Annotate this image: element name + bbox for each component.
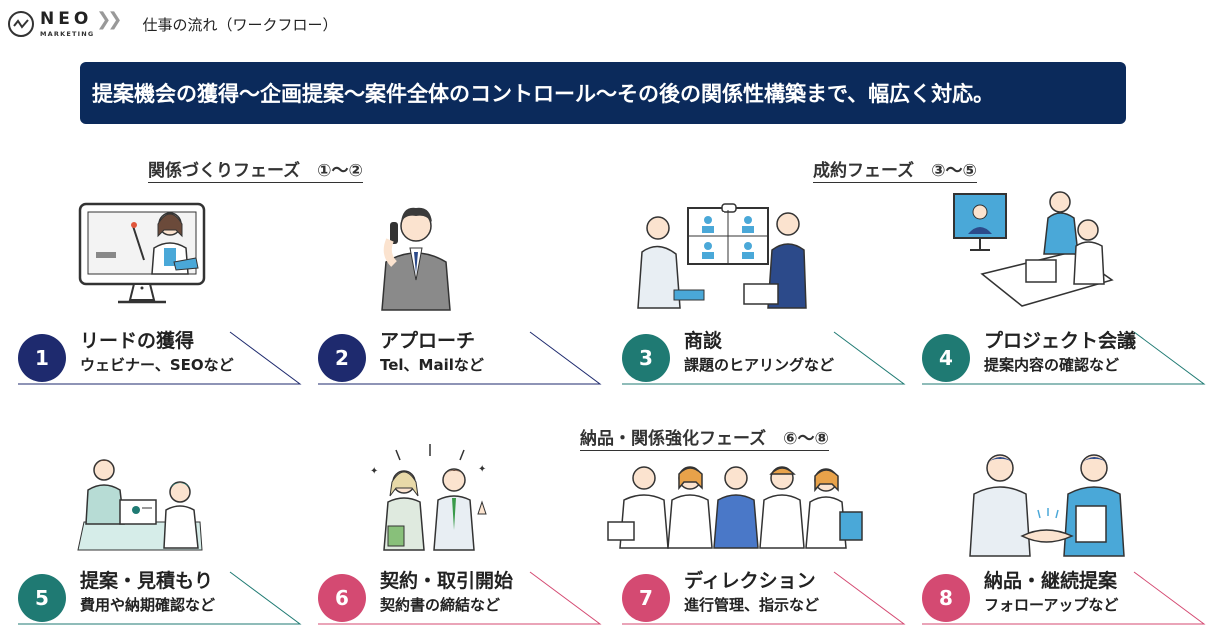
step-1: 1 リードの獲得 ウェビナー、SEOなど [18, 326, 308, 385]
video-meeting-icon [636, 200, 808, 314]
step-3-title: 商談 [684, 330, 723, 352]
proposal-estimate-icon [76, 452, 204, 560]
direction-team-icon [604, 458, 866, 554]
step-4-subtitle: 提案内容の確認など [984, 356, 1120, 374]
step-2-underline [318, 331, 602, 385]
step-2-number-badge: 2 [318, 334, 366, 382]
summary-banner: 提案機会の獲得～企画提案～案件全体のコントロール～その後の関係性構築まで、幅広く… [80, 62, 1126, 124]
page-header: NEO❯❯ MARKETING 仕事の流れ（ワークフロー） [8, 8, 337, 40]
step-5-title: 提案・見積もり [80, 570, 214, 592]
step-7-number-badge: 7 [622, 574, 670, 622]
step-7: 7 ディレクション 進行管理、指示など [622, 566, 912, 625]
step-2-title: アプローチ [380, 330, 476, 352]
step-8-underline [922, 571, 1206, 625]
online-project-meeting-icon [952, 184, 1114, 313]
logo-main-text: NEO [40, 9, 93, 30]
step-7-subtitle: 進行管理、指示など [684, 596, 820, 614]
step-5-number-badge: 5 [18, 574, 66, 622]
step-3-number-badge: 3 [622, 334, 670, 382]
step-3-subtitle: 課題のヒアリングなど [684, 356, 835, 374]
step-4-underline [922, 331, 1206, 385]
svg-text:✦: ✦ [478, 464, 486, 475]
step-6-title: 契約・取引開始 [380, 570, 514, 592]
step-1-subtitle: ウェビナー、SEOなど [80, 356, 234, 374]
step-4: 4 プロジェクト会議 提案内容の確認など [922, 326, 1212, 385]
phone-call-person-icon [378, 200, 454, 316]
step-4-title: プロジェクト会議 [984, 330, 1137, 352]
step-3-underline [622, 331, 906, 385]
handshake-delivery-icon [964, 448, 1130, 562]
logo-wave-icon [8, 11, 34, 37]
webinar-monitor-icon [78, 200, 208, 319]
step-5-underline [18, 571, 302, 625]
step-6-subtitle: 契約書の締結など [380, 596, 501, 614]
step-6-number-badge: 6 [318, 574, 366, 622]
neo-marketing-logo: NEO❯❯ MARKETING [8, 8, 123, 38]
step-6-underline [318, 571, 602, 625]
step-2-subtitle: Tel、Mailなど [380, 356, 484, 374]
phase-label-delivery: 納品・関係強化フェーズ ⑥～⑧ [580, 429, 829, 451]
step-8-subtitle: フォローアップなど [984, 596, 1119, 614]
step-2: 2 アプローチ Tel、Mailなど [318, 326, 608, 385]
step-3: 3 商談 課題のヒアリングなど [622, 326, 912, 385]
step-8-title: 納品・継続提案 [984, 570, 1118, 592]
logo-chevron-icon: ❯❯ [96, 8, 122, 30]
step-8-number-badge: 8 [922, 574, 970, 622]
page-title: 仕事の流れ（ワークフロー） [142, 15, 338, 34]
step-7-title: ディレクション [684, 570, 816, 592]
step-1-title: リードの獲得 [80, 330, 195, 352]
step-7-underline [622, 571, 906, 625]
svg-text:✦: ✦ [370, 466, 378, 477]
phase-label-relationship: 関係づくりフェーズ ①～② [148, 161, 363, 183]
logo-sub-text: MARKETING [40, 29, 95, 38]
step-5-subtitle: 費用や納期確認など [80, 596, 216, 614]
step-1-number-badge: 1 [18, 334, 66, 382]
contract-agreement-icon: ✦ ✦ [360, 440, 500, 556]
step-8: 8 納品・継続提案 フォローアップなど [922, 566, 1212, 625]
step-5: 5 提案・見積もり 費用や納期確認など [18, 566, 308, 625]
step-6: 6 契約・取引開始 契約書の締結など [318, 566, 608, 625]
step-1-underline [18, 331, 302, 385]
phase-label-contract: 成約フェーズ ③～⑤ [813, 161, 977, 183]
step-4-number-badge: 4 [922, 334, 970, 382]
